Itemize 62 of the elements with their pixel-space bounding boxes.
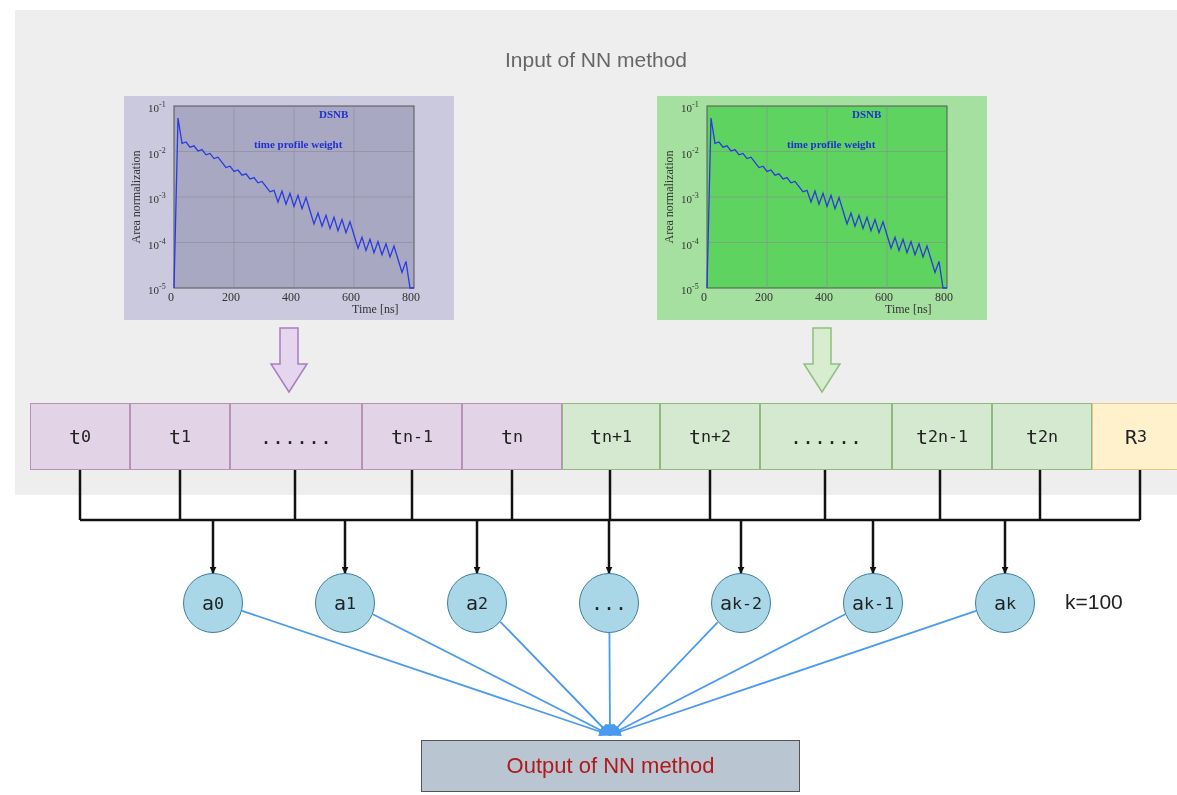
bus-connector [1001,520,1009,574]
tick-label: 10$^{-1}$ [148,101,166,114]
tick-label: 400 [815,291,833,303]
panel-title: Input of NN method [503,48,689,72]
tick-label: 600 [875,291,893,303]
tick-label: 10$^{-3}$ [148,192,166,205]
tick-label: 800 [935,291,953,303]
bus-connector [605,520,613,574]
tick-label: 10$^{-4}$ [681,237,699,251]
tick-label: 600 [342,291,360,303]
plot-panel [124,96,454,320]
tick-label: 10$^{-4}$ [148,237,166,251]
tick-label: 0 [168,291,174,303]
block-arrow [269,327,309,394]
tick-label: 0 [701,291,707,303]
arrow [499,620,611,736]
plot-legend-text: time profile weight [787,139,876,150]
plot-legend-text: time profile weight [254,139,343,150]
axis-label: Time [ns] [885,303,932,315]
bus-connector [737,520,745,574]
bus-connector [178,470,182,520]
tick-label: 10$^{-5}$ [681,283,699,296]
plot-legend-text: DSNB [319,109,349,120]
tick-label: 200 [222,291,240,303]
arrow [241,609,612,737]
bus-connector [608,470,612,520]
output-box: Output of NN method [421,740,800,792]
axis-label: Time [ns] [352,303,399,315]
bus-connector [473,520,481,574]
parameter-note: k=100 [1065,590,1123,614]
arrow [609,621,719,736]
input-panel [15,10,1177,495]
tick-label: 10$^{-1}$ [681,101,699,114]
bus-connector [341,520,349,574]
tick-label: 10$^{-2}$ [681,146,699,160]
bus-connector [78,470,82,520]
bus-connector [510,470,514,520]
vector-cell: ...... [760,403,892,470]
bus-connector [823,470,827,520]
block-arrow [802,327,842,394]
bus-connector [869,520,877,574]
bus-connector [938,470,942,520]
bus-connector [708,470,712,520]
tick-label: 10$^{-3}$ [681,192,699,205]
tick-label: 400 [282,291,300,303]
tick-label: 200 [755,291,773,303]
axis-label: Area normalization [663,149,675,246]
bus-connector [410,470,414,520]
bus-connector [1138,470,1142,520]
arrow [608,609,977,737]
neuron-node: ... [579,573,639,633]
vector-cell: ...... [230,403,362,470]
plot-panel [657,96,987,320]
bus-connector [80,518,1140,522]
bus-connector [1038,470,1042,520]
bus-connector [293,470,297,520]
tick-label: 800 [402,291,420,303]
plot-legend-text: DSNB [852,109,882,120]
axis-label: Area normalization [130,149,142,246]
tick-label: 10$^{-5}$ [148,283,166,296]
tick-label: 10$^{-2}$ [148,146,166,160]
bus-connector [209,520,217,574]
